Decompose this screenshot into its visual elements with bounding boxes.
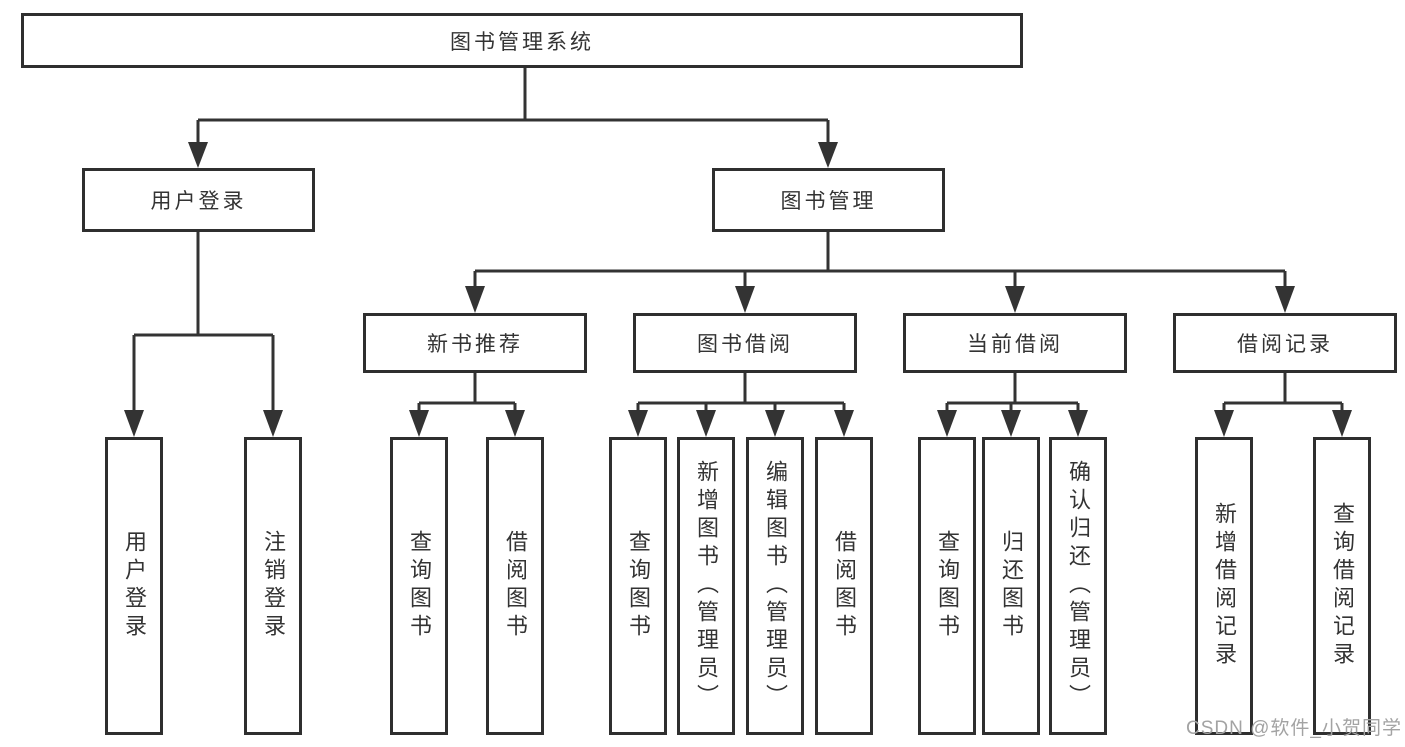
node-user-login: 用户登录 xyxy=(82,168,315,232)
node-book-management: 图书管理 xyxy=(712,168,945,232)
leaf-add-borrow-record: 新增借阅记录 xyxy=(1195,437,1253,735)
leaf-borrow-book-recommend: 借阅图书 xyxy=(486,437,544,735)
leaf-search-book-recommend: 查询图书 xyxy=(390,437,448,735)
arrowhead xyxy=(1005,286,1025,313)
leaf-search-borrow-record: 查询借阅记录 xyxy=(1313,437,1371,735)
arrowhead xyxy=(465,286,485,313)
arrowhead xyxy=(937,410,957,437)
arrowhead xyxy=(188,142,208,168)
arrowhead xyxy=(735,286,755,313)
arrowhead xyxy=(818,142,838,168)
arrowhead xyxy=(765,410,785,437)
leaf-borrow-book-borrowing: 借阅图书 xyxy=(815,437,873,735)
arrowhead xyxy=(505,410,525,437)
edge-current-borrowing xyxy=(945,373,1080,412)
leaf-edit-book-admin: 编辑图书（管理员） xyxy=(746,437,804,735)
leaf-search-book-current: 查询图书 xyxy=(918,437,976,735)
edge-root-stem xyxy=(196,68,830,144)
arrowhead xyxy=(628,410,648,437)
node-library-management-system: 图书管理系统 xyxy=(21,13,1023,68)
arrowhead xyxy=(696,410,716,437)
leaf-search-book-borrowing: 查询图书 xyxy=(609,437,667,735)
leaf-user-login: 用户登录 xyxy=(105,437,163,735)
arrowhead xyxy=(124,410,144,437)
arrowhead xyxy=(834,410,854,437)
arrowhead xyxy=(1001,410,1021,437)
arrowhead xyxy=(1332,410,1352,437)
leaf-confirm-return-admin: 确认归还（管理员） xyxy=(1049,437,1107,735)
arrowhead xyxy=(1214,410,1234,437)
node-borrowing-records: 借阅记录 xyxy=(1173,313,1397,373)
node-new-book-recommendation: 新书推荐 xyxy=(363,313,587,373)
arrowhead xyxy=(1275,286,1295,313)
edge-new-book xyxy=(417,373,517,412)
edge-book-management xyxy=(473,232,1287,288)
edge-borrowing-records xyxy=(1222,373,1344,412)
edge-book-borrowing xyxy=(636,373,846,412)
arrowhead xyxy=(409,410,429,437)
arrowhead xyxy=(1068,410,1088,437)
edge-user-login xyxy=(132,232,275,412)
node-book-borrowing: 图书借阅 xyxy=(633,313,857,373)
watermark-text: CSDN @软件_小贺同学 xyxy=(1186,718,1402,739)
leaf-add-book-admin: 新增图书（管理员） xyxy=(677,437,735,735)
arrowhead xyxy=(263,410,283,437)
leaf-logout-login: 注销登录 xyxy=(244,437,302,735)
node-current-borrowing: 当前借阅 xyxy=(903,313,1127,373)
leaf-return-book: 归还图书 xyxy=(982,437,1040,735)
